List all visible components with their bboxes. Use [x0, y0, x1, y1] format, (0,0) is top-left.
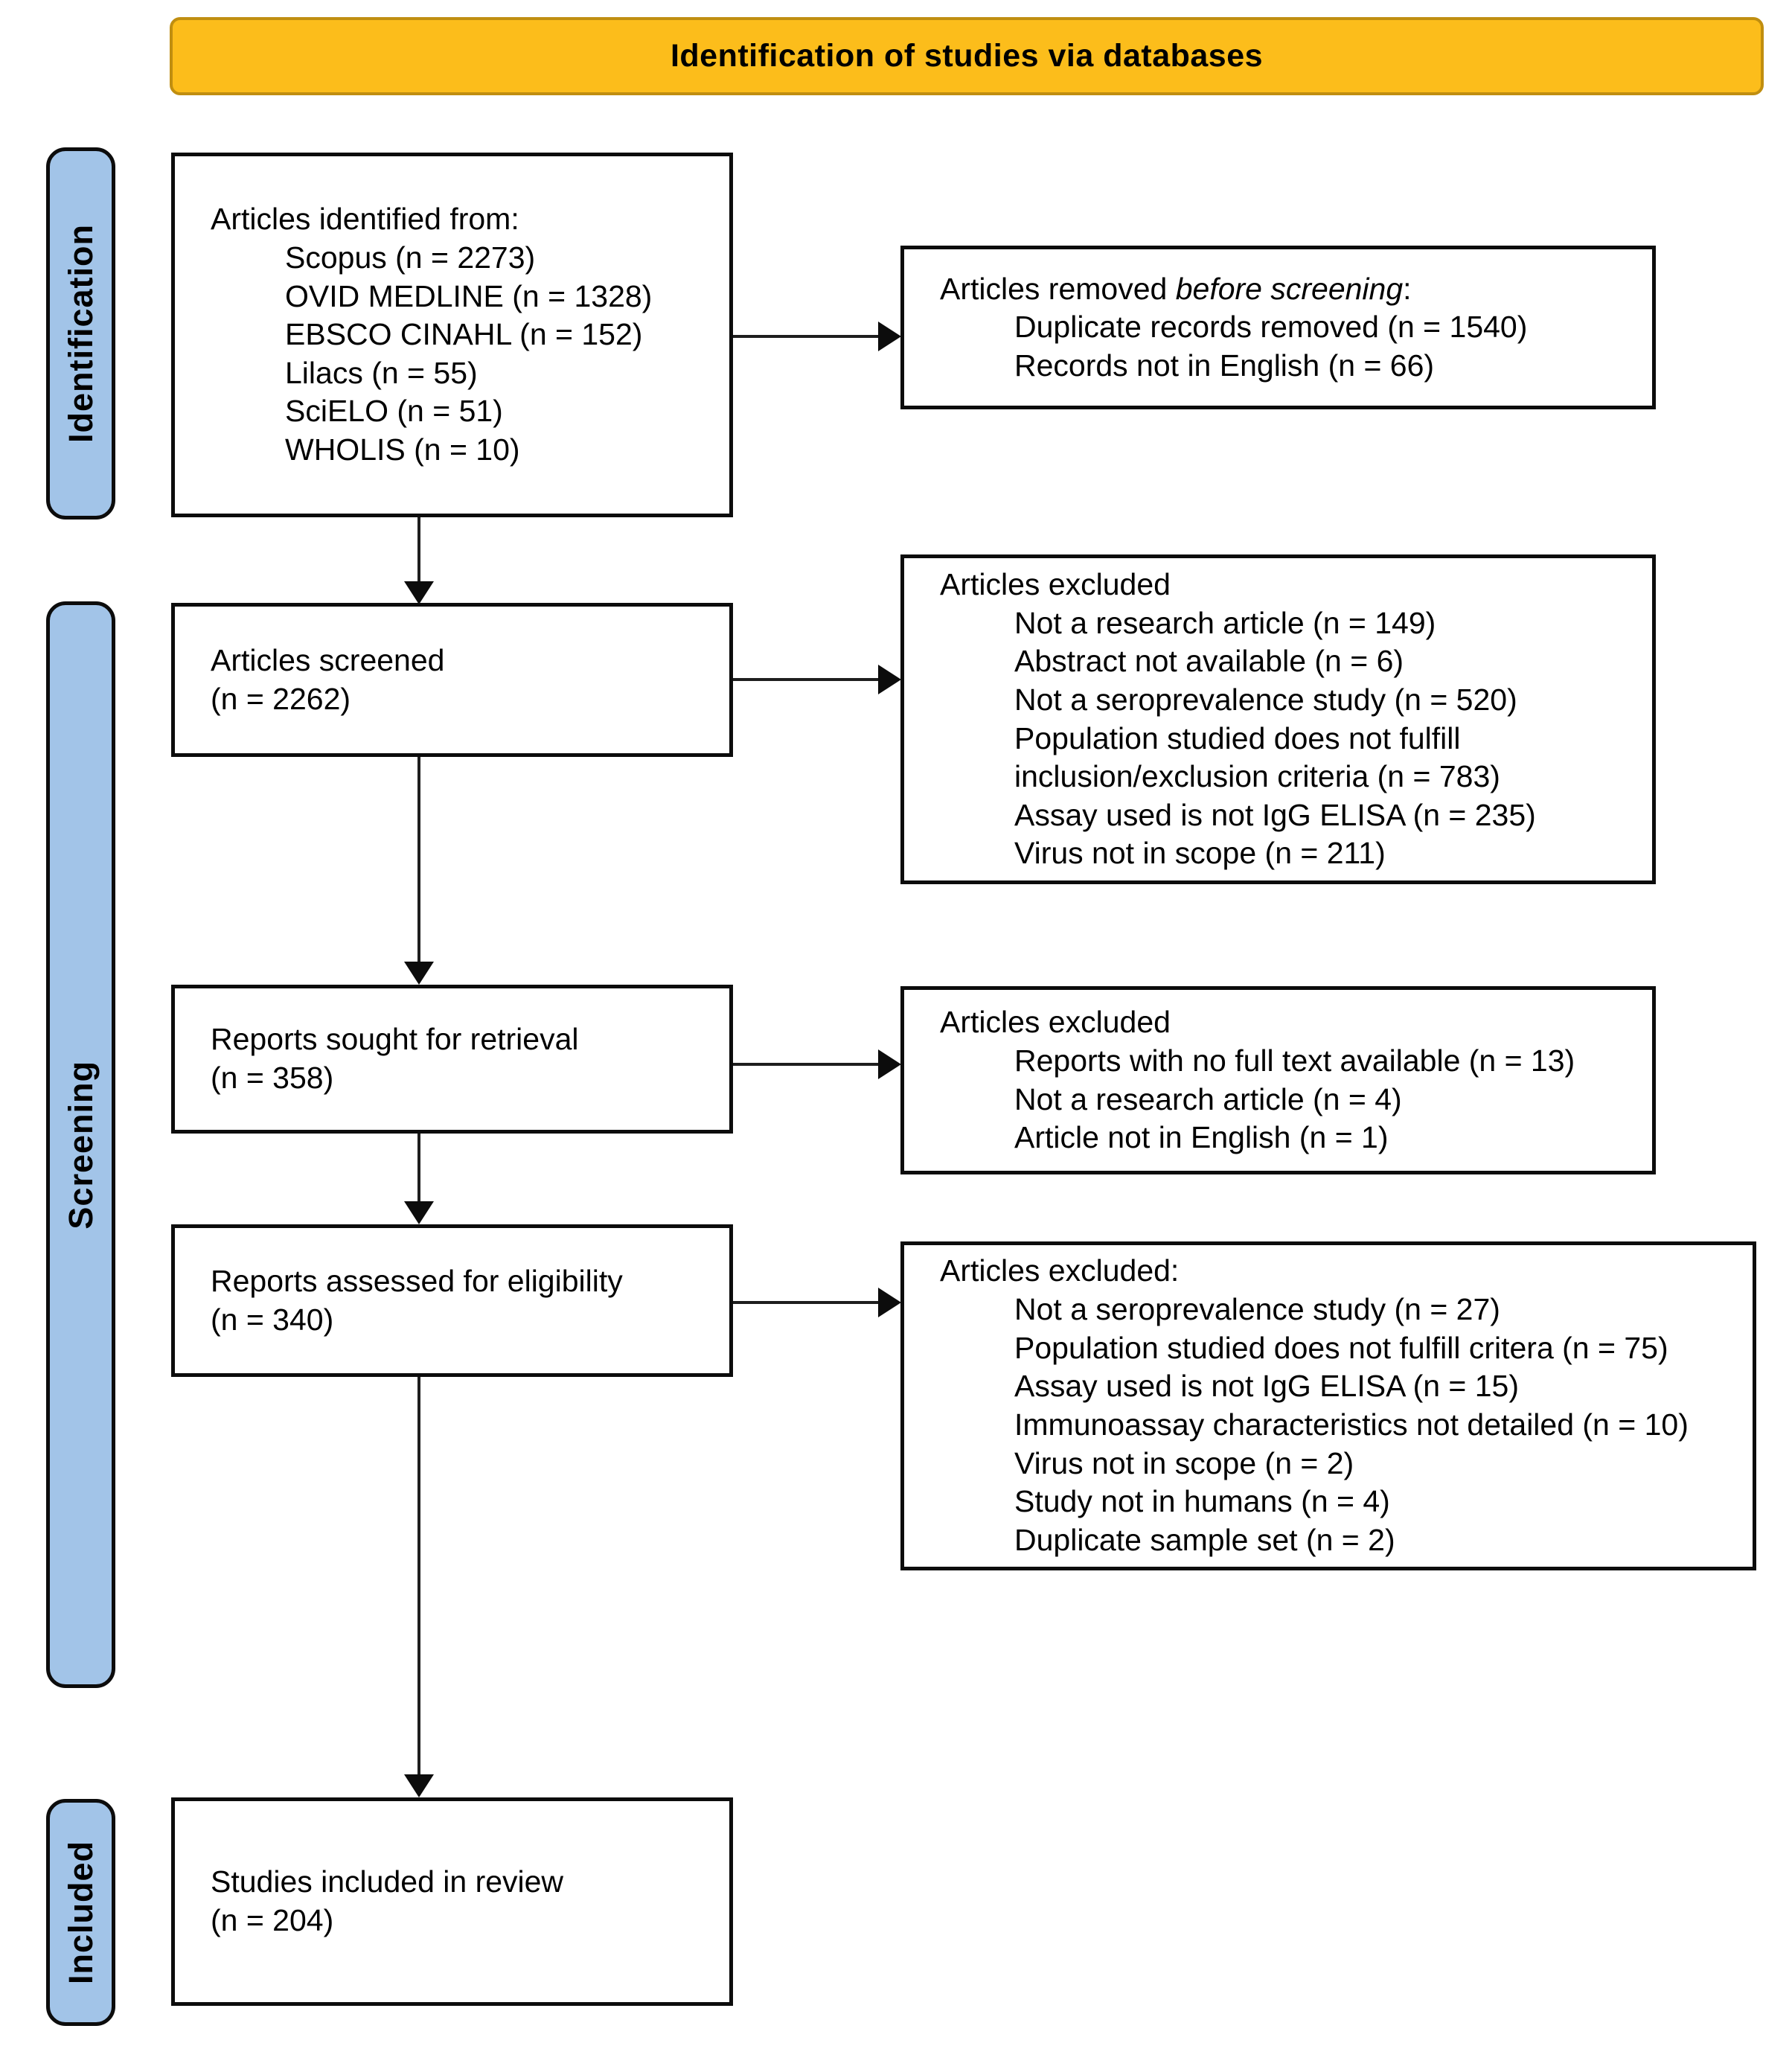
connector-identified-to-screened [417, 517, 420, 582]
banner-identification-of-studies: Identification of studies via databases [170, 17, 1764, 95]
removal-reason: Duplicate records removed (n = 1540) [1014, 310, 1528, 345]
database-count: Lilacs (n = 55) [285, 355, 478, 390]
exclusion-reason: Virus not in scope (n = 211) [1014, 836, 1386, 871]
arrowhead-right-icon [878, 322, 901, 351]
connector-identified-to-removed [733, 335, 879, 338]
stage-label-screening: Screening [61, 1060, 100, 1230]
title-text: : [1403, 271, 1412, 306]
box-title: Articles identified from: [211, 202, 519, 237]
box-line1: Reports sought for retrieval [211, 1022, 579, 1057]
stage-bar-included: Included [46, 1799, 115, 2026]
arrowhead-down-icon [404, 962, 434, 985]
box-articles-removed-before-screening: Articles removed before screening: Dupli… [900, 246, 1656, 409]
exclusion-reason: Not a research article (n = 4) [1014, 1081, 1402, 1116]
box-studies-included: Studies included in review (n = 204) [171, 1797, 733, 2006]
connector-screened-to-excluded [733, 678, 879, 681]
arrowhead-right-icon [878, 665, 901, 694]
exclusion-reason: Population studied does not fulfill incl… [1014, 720, 1500, 794]
exclusion-reason: Study not in humans (n = 4) [1014, 1484, 1390, 1519]
box-count: (n = 358) [211, 1061, 334, 1095]
exclusion-reason: Not a research article (n = 149) [1014, 605, 1436, 640]
arrowhead-down-icon [404, 1774, 434, 1797]
box-articles-excluded-retrieval: Articles excluded Reports with no full t… [900, 986, 1656, 1174]
exclusion-reason: Assay used is not IgG ELISA (n = 15) [1014, 1369, 1520, 1404]
stage-label-identification: Identification [61, 224, 100, 443]
arrowhead-down-icon [404, 581, 434, 604]
connector-assessed-to-included [417, 1377, 420, 1776]
title-text: Articles removed [940, 271, 1176, 306]
box-count: (n = 204) [211, 1903, 334, 1937]
stage-bar-identification: Identification [46, 147, 115, 520]
box-title: Articles excluded: [940, 1253, 1180, 1288]
box-reports-sought: Reports sought for retrieval (n = 358) [171, 985, 733, 1134]
database-count: SciELO (n = 51) [285, 394, 503, 429]
connector-sought-to-assessed [417, 1134, 420, 1203]
removal-reason: Records not in English (n = 66) [1014, 348, 1435, 383]
arrowhead-right-icon [878, 1049, 901, 1079]
box-line1: Articles screened [211, 642, 445, 677]
database-count: EBSCO CINAHL (n = 152) [285, 317, 643, 352]
exclusion-reason: Not a seroprevalence study (n = 520) [1014, 682, 1517, 717]
connector-screened-to-sought [417, 757, 420, 963]
connector-sought-to-excluded [733, 1063, 879, 1066]
banner-title: Identification of studies via databases [670, 38, 1264, 74]
exclusion-reason: Virus not in scope (n = 2) [1014, 1445, 1354, 1480]
box-articles-excluded-eligibility: Articles excluded: Not a seroprevalence … [900, 1241, 1756, 1570]
exclusion-reason: Abstract not available (n = 6) [1014, 644, 1404, 679]
exclusion-reason: Population studied does not fulfill crit… [1014, 1330, 1668, 1365]
connector-assessed-to-excluded [733, 1301, 879, 1304]
exclusion-reason: Not a seroprevalence study (n = 27) [1014, 1292, 1500, 1327]
arrowhead-down-icon [404, 1201, 434, 1224]
box-count: (n = 340) [211, 1302, 334, 1337]
title-italic-text: before screening [1175, 271, 1404, 306]
box-articles-excluded-screening: Articles excluded Not a research article… [900, 554, 1656, 884]
box-title: Articles excluded [940, 566, 1171, 601]
database-count: WHOLIS (n = 10) [285, 432, 520, 467]
database-count: OVID MEDLINE (n = 1328) [285, 278, 653, 313]
stage-bar-screening: Screening [46, 601, 115, 1688]
exclusion-reason: Assay used is not IgG ELISA (n = 235) [1014, 797, 1536, 832]
arrowhead-right-icon [878, 1288, 901, 1317]
exclusion-reason: Article not in English (n = 1) [1014, 1120, 1389, 1155]
box-articles-screened: Articles screened (n = 2262) [171, 603, 733, 757]
box-title: Articles removed before screening: [940, 270, 1630, 309]
exclusion-reason: Reports with no full text available (n =… [1014, 1043, 1575, 1078]
database-count: Scopus (n = 2273) [285, 240, 536, 275]
box-title: Articles excluded [940, 1005, 1171, 1040]
exclusion-reason: Immunoassay characteristics not detailed… [1014, 1407, 1689, 1442]
box-line1: Studies included in review [211, 1864, 564, 1899]
stage-label-included: Included [61, 1840, 100, 1984]
box-count: (n = 2262) [211, 681, 351, 716]
exclusion-reason: Duplicate sample set (n = 2) [1014, 1522, 1395, 1557]
box-reports-assessed: Reports assessed for eligibility (n = 34… [171, 1224, 733, 1377]
box-articles-identified: Articles identified from: Scopus (n = 22… [171, 153, 733, 517]
box-line1: Reports assessed for eligibility [211, 1263, 623, 1298]
